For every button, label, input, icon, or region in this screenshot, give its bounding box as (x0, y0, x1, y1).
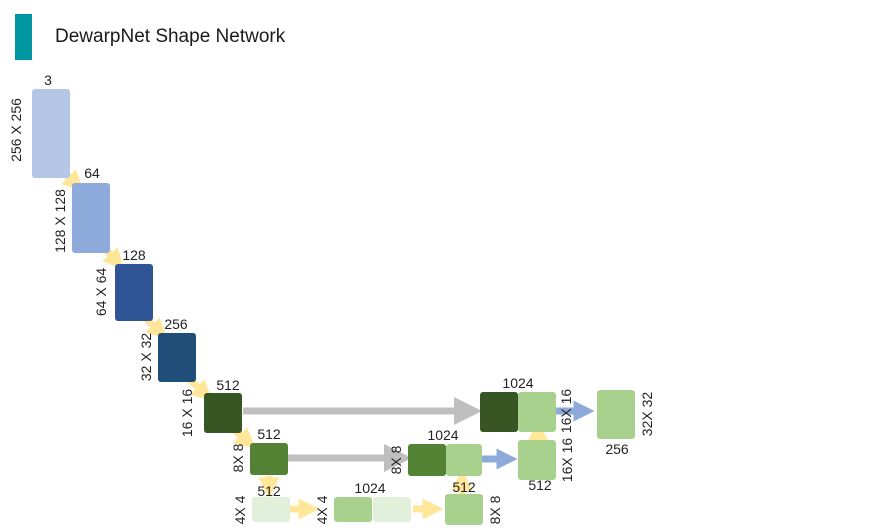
encoder-block-6 (250, 443, 288, 475)
channel-label: 1024 (427, 427, 458, 443)
size-label: 8X 8 (230, 443, 246, 472)
size-label: 8X 8 (388, 445, 404, 474)
bottleneck-block-a (252, 497, 290, 522)
encoder-block-3 (115, 264, 153, 321)
encoder-block-5 (204, 393, 242, 433)
channel-label: 512 (216, 377, 240, 393)
upsampled-block-8 (445, 494, 483, 525)
encoder-block-4 (158, 333, 196, 382)
decoder-up-block-8 (446, 444, 482, 476)
channel-label: 512 (528, 477, 552, 493)
page-title: DewarpNet Shape Network (55, 26, 286, 47)
channel-label: 1024 (502, 375, 533, 391)
channel-label: 64 (84, 165, 100, 181)
channel-label: 256 (605, 441, 629, 457)
bottleneck-block-b (334, 497, 372, 522)
decoder-skip-block-8 (408, 444, 446, 476)
size-label: 256 X 256 (8, 98, 24, 162)
title-accent-bar (15, 14, 32, 60)
size-label: 32 X 32 (138, 333, 154, 381)
size-label: 64 X 64 (93, 268, 109, 316)
size-label: 32X 32 (639, 392, 655, 437)
channel-label: 128 (122, 247, 146, 263)
channel-label: 256 (164, 316, 188, 332)
upsampled-block-16 (518, 440, 556, 480)
output-block (597, 390, 635, 439)
size-label: 16X 16 (558, 389, 574, 434)
size-label: 16 X 16 (179, 389, 195, 437)
channel-label: 512 (257, 426, 281, 442)
channel-label: 1024 (354, 480, 385, 496)
size-label: 4X 4 (232, 495, 248, 524)
channel-label: 512 (257, 483, 281, 499)
size-label: 4X 4 (314, 495, 330, 524)
bottleneck-block-c (373, 497, 411, 522)
size-label: 16X 16 (559, 438, 575, 483)
encoder-block-2 (72, 183, 110, 253)
channel-label: 3 (44, 72, 52, 88)
encoder-block-1 (32, 89, 70, 178)
decoder-skip-block-16 (480, 392, 518, 432)
channel-label: 512 (452, 479, 476, 495)
decoder-up-block-16 (518, 392, 556, 432)
size-label: 128 X 128 (52, 189, 68, 253)
size-label: 8X 8 (487, 495, 503, 524)
